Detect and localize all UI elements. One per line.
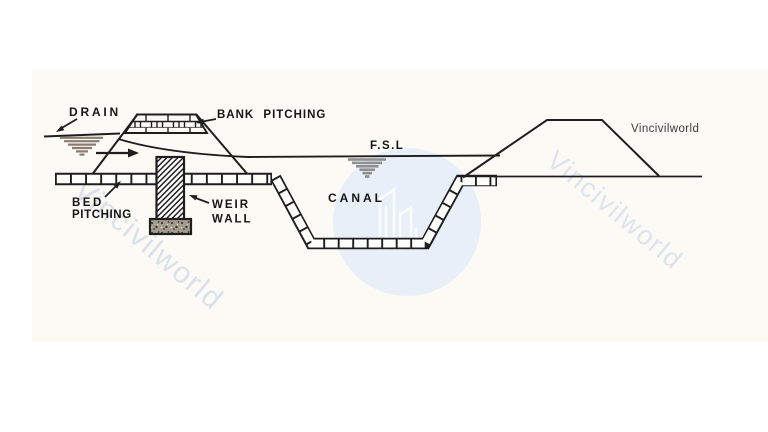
bed-pitching-label-line1: BED	[72, 197, 104, 209]
flow-arrow-icon	[96, 148, 139, 158]
watermark-circle	[333, 148, 481, 296]
drain-leader-arrow	[56, 118, 78, 132]
weir-wall-label-line1: WEIR	[212, 199, 250, 211]
weir-wall	[155, 155, 186, 221]
drain-bed-curve	[118, 138, 249, 158]
right-embankment-outline	[462, 119, 660, 179]
bank-pitching-blocks	[123, 113, 209, 134]
fsl-water-symbol	[348, 158, 386, 178]
fsl-label: F.S.L	[370, 140, 404, 152]
site-label: Vincivilworld	[631, 123, 699, 135]
bank-pitching-leader-arrow	[196, 118, 217, 125]
bank-pitching-label: BANK PITCHING	[217, 109, 326, 121]
weir-wall-footing	[148, 217, 193, 236]
weir-wall-label-line2: WALL	[212, 214, 253, 226]
canal-lining-band	[270, 174, 497, 250]
bed-pitching-leader-arrow	[104, 181, 121, 198]
drain-water-line	[43, 132, 121, 138]
weir-wall-leader-arrow	[189, 195, 210, 204]
bed-pitching-label-line2: PITCHING	[72, 209, 132, 221]
drain-label: DRAIN	[69, 105, 121, 119]
canal-label: CANAL	[328, 191, 385, 205]
fsl-line	[247, 154, 501, 158]
drain-water-symbol	[60, 136, 103, 156]
